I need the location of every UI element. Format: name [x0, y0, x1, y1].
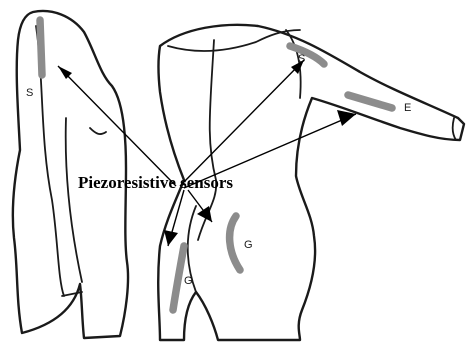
gluteal-sensor-left-label: G: [184, 275, 193, 287]
elbow-sensor-label: E: [404, 102, 411, 114]
gluteal-sensor-right-label: G: [244, 239, 253, 251]
piezoresistive-sensors-caption: Piezoresistive sensors: [78, 173, 233, 192]
side-view-shoulder-sensor: [40, 20, 42, 75]
side-view-shoulder-label: S: [26, 87, 33, 99]
